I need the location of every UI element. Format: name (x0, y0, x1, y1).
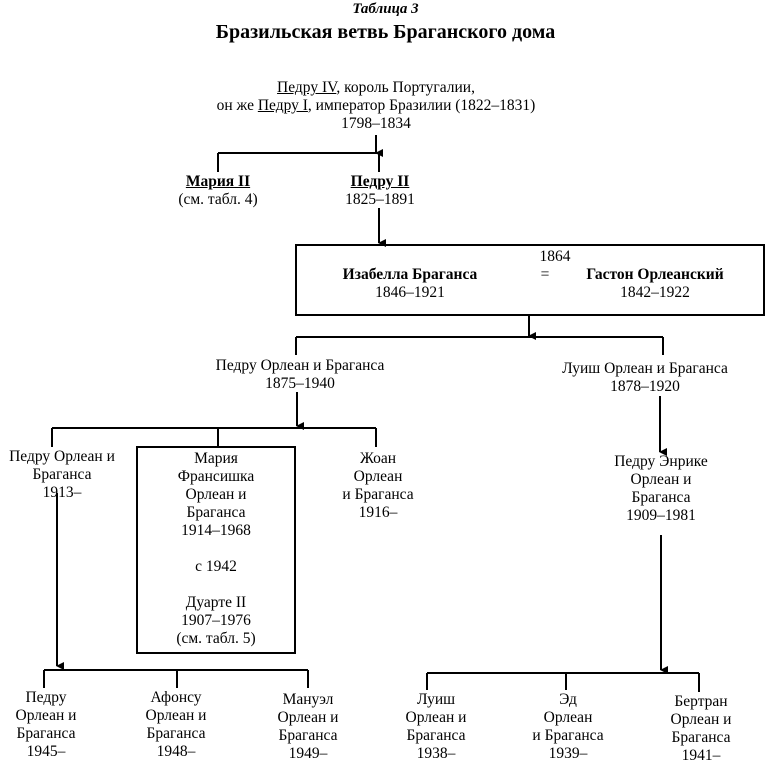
node-line: 1907–1976 (181, 612, 251, 629)
node-line: Орлеан и (630, 471, 692, 488)
node-line: с 1942 (195, 558, 237, 575)
node-line: (см. табл. 5) (176, 630, 256, 647)
node-izabella: Изабелла Браганса 1846–1921 (330, 266, 490, 302)
node-line: Жоан (359, 450, 397, 467)
node-line: Орлеан и (185, 486, 247, 503)
node-line: Браганса (671, 729, 731, 746)
spacer (138, 540, 294, 558)
spacer (138, 576, 294, 594)
node-line: 1948– (156, 743, 196, 760)
maria-fransishka-box (136, 446, 296, 654)
node-line: 1916– (358, 504, 398, 521)
node-line: Браганса (146, 725, 206, 742)
node-line: 1938– (416, 745, 456, 762)
node-line: Орлеан и (405, 709, 467, 726)
node-pedru-iv: Педру IV, король Португалии, он же Педру… (150, 79, 602, 133)
node-bertran: Бертран Орлеан и Браганса 1941– (656, 693, 746, 765)
node-line: Луиш (416, 691, 456, 708)
node-years: 1878–1920 (610, 378, 680, 395)
node-line: Франсишка (177, 468, 255, 485)
node-name: Изабелла Браганса (342, 266, 478, 283)
node-line: Браганса (631, 489, 691, 506)
node-years: 1825–1891 (345, 191, 415, 208)
node-note: (см. табл. 4) (178, 191, 258, 208)
node-line: Бертран (674, 693, 728, 710)
node-name: Педру Орлеан и Браганса (215, 357, 385, 374)
node-line: Орлеан и (15, 707, 77, 724)
table-caption: Таблица 3 (352, 1, 419, 17)
node-line: Педру (25, 689, 67, 706)
node-line: Орлеан (353, 468, 403, 485)
node-years: 1842–1922 (620, 284, 690, 301)
node-ed: Эд Орлеан и Браганса 1939– (520, 691, 616, 763)
node-line: 1939– (548, 745, 588, 762)
node-manuel: Мануэл Орлеан и Браганса 1949– (266, 691, 350, 763)
node-line: Эд (559, 691, 577, 708)
node-maria-ii: Мария II (см. табл. 4) (158, 173, 278, 209)
node-line: Мануэл (282, 691, 334, 708)
node-line: Браганса (186, 504, 246, 521)
node-name: Луиш Орлеан и Браганса (562, 360, 728, 377)
node-line: и Браганса (532, 727, 604, 744)
node-name: Педру II (350, 173, 410, 190)
node-maria-fransishka: Мария Франсишка Орлеан и Браганса 1914–1… (138, 450, 294, 648)
node-line: Браганса (16, 725, 76, 742)
node-pedru-1945: Педру Орлеан и Браганса 1945– (4, 689, 88, 761)
node-luish-1938: Луиш Орлеан и Браганса 1938– (394, 691, 478, 763)
root-title-1: , король Португалии, (336, 79, 475, 96)
marriage-year: 1864 (539, 248, 571, 265)
marriage-box (295, 244, 765, 316)
node-line: Браганса (406, 727, 466, 744)
node-line: 1945– (26, 743, 66, 760)
node-line: Орлеан и (145, 707, 207, 724)
node-line: Педру Орлеан и (9, 448, 115, 465)
root-name-2: Педру I (257, 97, 308, 114)
node-line: 1913– (42, 484, 82, 501)
node-pedru-1913: Педру Орлеан и Браганса 1913– (0, 448, 124, 502)
marriage-symbol: = (540, 266, 550, 283)
node-name: Гастон Орлеанский (586, 266, 724, 283)
node-name: Мария II (185, 173, 251, 190)
node-line: Педру Энрике (614, 453, 708, 470)
node-line: Афонсу (150, 689, 202, 706)
node-line: 1949– (288, 745, 328, 762)
node-pedru-orlean-1875: Педру Орлеан и Браганса 1875–1940 (195, 357, 405, 393)
node-line: 1914–1968 (181, 522, 251, 539)
node-line: 1909–1981 (626, 507, 696, 524)
node-years: 1875–1940 (265, 375, 335, 392)
diagram-title: Бразильская ветвь Браганского дома (215, 21, 556, 43)
root-prefix-2: он же (216, 97, 258, 114)
node-zhoan: Жоан Орлеан и Браганса 1916– (330, 450, 426, 522)
node-afonsu: Афонсу Орлеан и Браганса 1948– (134, 689, 218, 761)
node-luish-orlean-1878: Луиш Орлеан и Браганса 1878–1920 (540, 360, 750, 396)
node-line: Браганса (278, 727, 338, 744)
node-pedru-enrike: Педру Энрике Орлеан и Браганса 1909–1981 (606, 453, 716, 525)
node-years: 1846–1921 (375, 284, 445, 301)
root-years: 1798–1834 (341, 115, 411, 132)
node-pedru-ii: Педру II 1825–1891 (320, 173, 440, 209)
node-line: Орлеан (543, 709, 593, 726)
node-line: Орлеан и (277, 709, 339, 726)
node-line: Браганса (32, 466, 92, 483)
node-line: и Браганса (342, 486, 414, 503)
node-line: Дуарте II (185, 594, 247, 611)
root-title-2: , император Бразилии (1822–1831) (307, 97, 536, 114)
node-line: Мария (194, 450, 238, 467)
root-name-1: Педру IV (277, 79, 337, 96)
node-line: Орлеан и (670, 711, 732, 728)
node-line: 1941– (681, 747, 721, 764)
node-gaston: Гастон Орлеанский 1842–1922 (570, 266, 740, 302)
